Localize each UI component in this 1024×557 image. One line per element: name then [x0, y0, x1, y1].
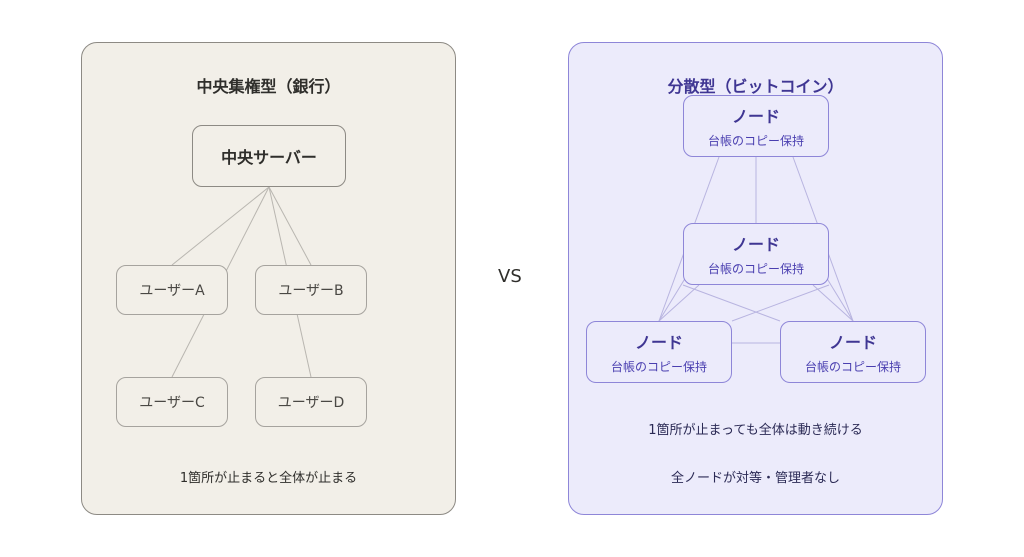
user-c-box: ユーザーC — [116, 377, 228, 427]
decentralized-note-resilience: 1箇所が止まっても全体は動き続ける — [648, 423, 863, 438]
decentralized-panel: 分散型（ビットコイン） ノード 台帳のコピー保持 ノード 台帳のコピー保持 ノー… — [568, 42, 943, 515]
decentralized-note-equality: 全ノードが対等・管理者なし — [670, 471, 840, 486]
node-bottom-left: ノード 台帳のコピー保持 — [586, 321, 732, 383]
line-mid-bl-cross — [731, 284, 830, 322]
node-bottom-left-sub: 台帳のコピー保持 — [610, 360, 707, 374]
line-mid-br-2 — [812, 284, 854, 322]
user-a-label: ユーザーA — [139, 283, 205, 299]
central-server-label: 中央サーバー — [221, 148, 317, 167]
node-top: ノード 台帳のコピー保持 — [683, 95, 829, 157]
user-b-label: ユーザーB — [278, 283, 344, 299]
user-d-box: ユーザーD — [255, 377, 367, 427]
user-c-label: ユーザーC — [139, 395, 205, 411]
centralized-note: 1箇所が止まると全体が止まる — [179, 471, 358, 486]
line-server-user-a — [171, 186, 270, 266]
centralized-title: 中央集権型（銀行） — [196, 77, 341, 96]
node-bottom-right-sub: 台帳のコピー保持 — [804, 360, 901, 374]
line-mid-bl-2 — [658, 284, 700, 322]
user-a-box: ユーザーA — [116, 265, 228, 315]
node-middle: ノード 台帳のコピー保持 — [683, 223, 829, 285]
node-middle-sub: 台帳のコピー保持 — [707, 262, 804, 276]
node-top-name: ノード — [731, 107, 780, 126]
centralized-panel: 中央集権型（銀行） 中央サーバー ユーザーA ユーザーB ユーザーC ユーザーD… — [81, 42, 456, 515]
decentralized-title: 分散型（ビットコイン） — [667, 77, 844, 96]
central-server-box: 中央サーバー — [192, 125, 346, 187]
node-middle-name: ノード — [731, 235, 780, 254]
line-server-user-b — [268, 186, 312, 266]
node-bottom-right: ノード 台帳のコピー保持 — [780, 321, 926, 383]
user-d-label: ユーザーD — [277, 395, 345, 411]
node-top-sub: 台帳のコピー保持 — [707, 134, 804, 148]
vs-label: VS — [498, 266, 522, 287]
node-bottom-left-name: ノード — [634, 333, 683, 352]
user-b-box: ユーザーB — [255, 265, 367, 315]
node-bottom-right-name: ノード — [828, 333, 877, 352]
line-mid-br-cross — [682, 284, 781, 322]
